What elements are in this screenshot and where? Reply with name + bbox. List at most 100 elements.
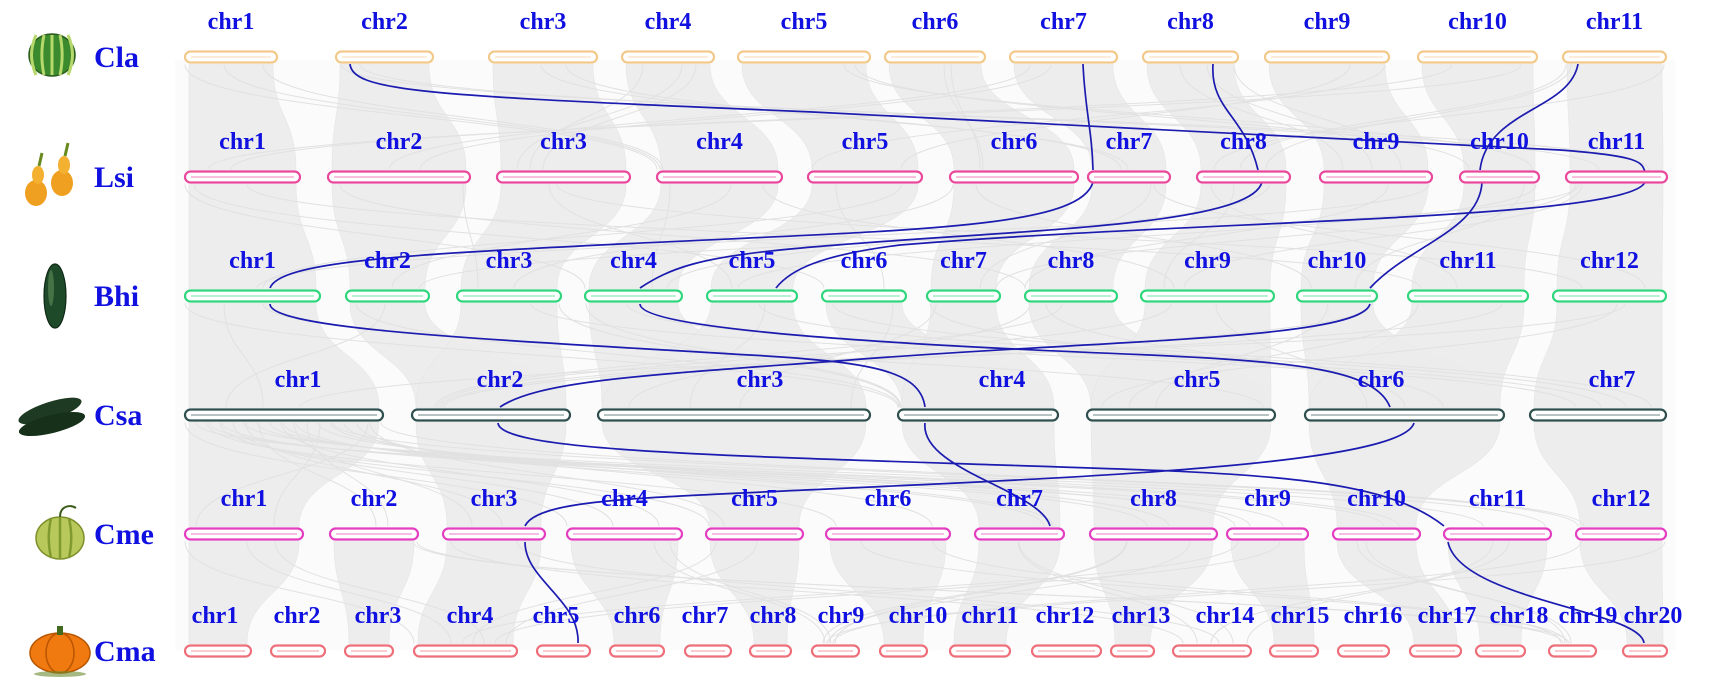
chromosome-label: chr1 <box>221 486 268 512</box>
background-link <box>188 303 380 408</box>
background-link <box>359 64 1600 170</box>
background-link <box>1230 541 1315 644</box>
background-link <box>737 184 1537 289</box>
highlighted-link <box>269 303 926 408</box>
background-link <box>246 184 1422 289</box>
chromosome-label: chr7 <box>682 603 729 629</box>
background-link <box>1246 541 1494 644</box>
background-link <box>223 303 264 408</box>
species-label: Lsi <box>94 161 134 194</box>
background-link <box>932 541 1562 644</box>
chromosome-label: chr9 <box>1184 248 1231 274</box>
background-link <box>850 303 894 408</box>
background-link <box>274 541 485 644</box>
background-link <box>1128 303 1419 408</box>
background-link <box>380 422 1585 527</box>
chromosome-label: chr12 <box>1592 486 1651 512</box>
chromosome-label: chr5 <box>842 129 889 155</box>
chromosome-label: chr5 <box>1174 367 1221 393</box>
chromosome-label: chr6 <box>912 9 959 35</box>
background-link <box>505 541 758 644</box>
background-link <box>1336 541 1458 644</box>
background-link <box>299 303 1626 408</box>
background-link <box>811 64 1386 170</box>
background-link <box>1024 184 1389 289</box>
background-link <box>832 303 1652 408</box>
highlighted-link <box>1212 63 1259 171</box>
background-link <box>900 64 1351 170</box>
highlighted-link <box>1479 63 1579 171</box>
chromosome-label: chr9 <box>1353 129 1400 155</box>
background-link <box>450 541 1184 644</box>
chromosome-label: chr9 <box>1244 486 1291 512</box>
background-link <box>1556 184 1664 289</box>
background-link <box>709 541 800 644</box>
background-link <box>843 64 1533 170</box>
species-label: Bhi <box>94 280 139 313</box>
background-link <box>207 64 1522 170</box>
background-link <box>437 303 1172 408</box>
chromosome-label: chr6 <box>991 129 1038 155</box>
highlighted-link <box>1082 63 1094 171</box>
chromosome-label: chr8 <box>750 603 797 629</box>
background-link <box>1265 64 1572 170</box>
background-link <box>339 184 1026 289</box>
background-link <box>542 64 697 170</box>
background-link <box>195 422 1484 527</box>
chromosome-label: chr1 <box>192 603 239 629</box>
background-link <box>516 64 683 170</box>
highlighted-synteny-links <box>269 63 1646 644</box>
chromosome-label: chr4 <box>696 129 743 155</box>
chromosome-label: chr10 <box>1308 248 1367 274</box>
background-link <box>1210 184 1458 289</box>
background-link <box>1018 541 1234 644</box>
chromosome-label: chr3 <box>520 9 567 35</box>
background-link <box>1365 541 1566 644</box>
species-label: Cme <box>94 518 154 551</box>
chromosome-label: chr2 <box>361 9 408 35</box>
background-link <box>835 184 885 289</box>
chromosome-label: chr18 <box>1490 603 1549 629</box>
background-link <box>418 184 1580 289</box>
chromosome-label: chr7 <box>1589 367 1636 393</box>
chromosome-label: chr20 <box>1624 603 1683 629</box>
background-link <box>1144 184 1287 289</box>
chromosome-label: chr6 <box>614 603 661 629</box>
chromosome-label: chr2 <box>376 129 423 155</box>
background-link <box>1093 541 1214 644</box>
background-link <box>340 64 1650 170</box>
chromosome-label: chr3 <box>471 486 518 512</box>
highlighted-link <box>1369 181 1483 289</box>
background-link <box>1163 184 1235 289</box>
chromosome-label: chr1 <box>219 129 266 155</box>
background-link <box>516 541 1220 644</box>
background-link <box>331 184 467 289</box>
background-link <box>548 184 733 289</box>
chromosome-label: chr15 <box>1271 603 1330 629</box>
background-link <box>355 303 900 408</box>
background-link <box>219 422 710 527</box>
highlighted-link <box>639 303 1391 408</box>
background-link <box>558 303 901 408</box>
watermelon-icon <box>28 33 76 77</box>
background-link <box>1210 541 1510 644</box>
chromosome-label: chr5 <box>781 9 828 35</box>
chromosome-label: chr11 <box>1469 486 1526 512</box>
chromosome-label: chr7 <box>996 486 1043 512</box>
background-synteny-links <box>175 60 1675 650</box>
chromosome-label: chr4 <box>979 367 1026 393</box>
chromosome-label: chr19 <box>1559 603 1618 629</box>
wax-gourd-icon <box>43 263 67 329</box>
background-link <box>556 184 1583 289</box>
background-link <box>258 422 377 527</box>
background-link <box>570 541 679 644</box>
chromosome-label: chr13 <box>1112 603 1171 629</box>
background-link <box>628 303 1031 408</box>
chromosome-label: chr3 <box>486 248 533 274</box>
background-link <box>188 184 317 289</box>
